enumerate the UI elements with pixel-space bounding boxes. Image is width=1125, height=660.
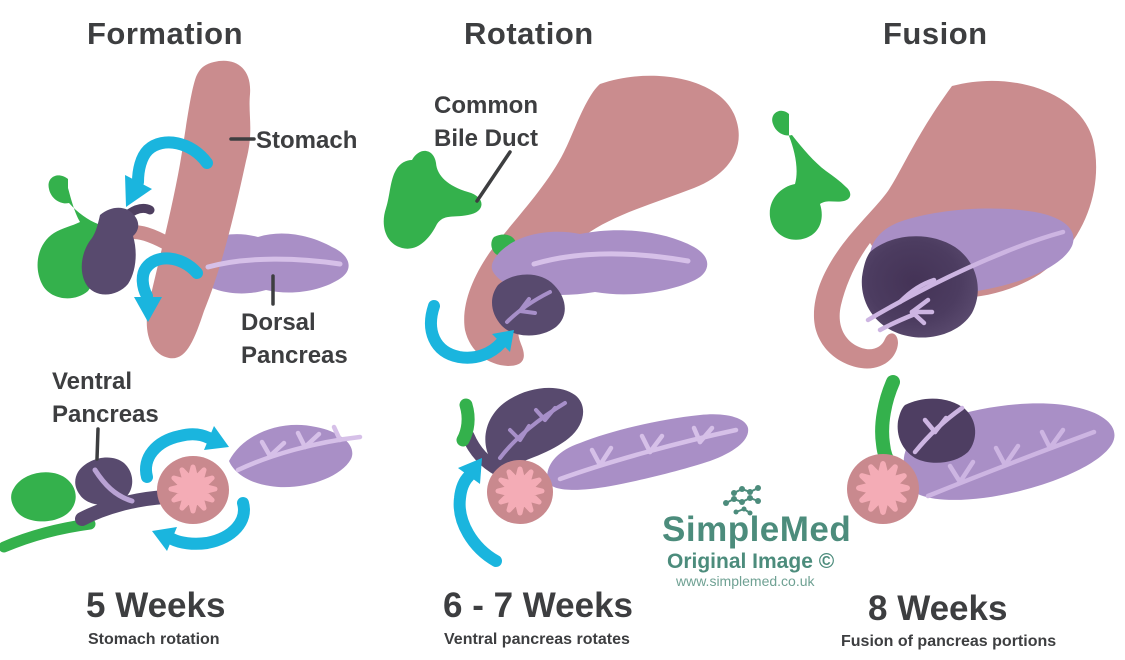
rotation-arrow: [425, 300, 514, 364]
dorsal-pancreas-label: Dorsal Pancreas: [241, 306, 348, 372]
ventral-duct-veins: [505, 290, 552, 324]
caption-fusion: Fusion of pancreas portions: [841, 633, 1057, 650]
pancreatic-duct-veins: [865, 229, 1066, 333]
simplemed-brand: SimpleMed: [662, 510, 852, 549]
bile-duct-tail: [0, 518, 96, 553]
panel-heading-rotation: Rotation: [464, 16, 594, 51]
rotation-arrow-top: [125, 136, 213, 207]
stomach-label: Stomach: [256, 127, 358, 154]
ventral-leaf-veins: [498, 401, 567, 460]
rotation-arrow-up: [453, 458, 502, 567]
simplemed-molecule-icon: [723, 485, 761, 516]
ventral-pancreas-label-line1: Ventral: [52, 368, 133, 395]
bile-duct-stub: [456, 398, 475, 447]
caption-rotation: Ventral pancreas rotates: [444, 631, 630, 648]
stomach-shape: [464, 75, 739, 367]
rotation-cross-section: [453, 387, 749, 567]
fused-duct-veins: [912, 405, 1097, 499]
rotation-arrow-mid: [134, 252, 203, 322]
ventral-bud-duct: [92, 467, 135, 504]
ventral-stalk: [75, 490, 172, 526]
week-label-rotation: 6 - 7 Weeks: [443, 586, 634, 625]
dorsal-duct-line: [205, 256, 343, 270]
dorsal-pancreas-shape: [190, 233, 349, 294]
panel-heading-formation: Formation: [87, 16, 244, 51]
caption-formation: Stomach rotation: [88, 631, 220, 648]
week-label-fusion: 8 Weeks: [868, 589, 1008, 628]
ventral-pancreas-shape: [81, 207, 139, 295]
common-bile-duct-label-line2: Bile Duct: [434, 125, 539, 152]
rotation-figure: [383, 75, 749, 567]
dorsal-leaf-veins: [557, 425, 739, 482]
formation-cross-section: [0, 424, 363, 553]
bile-duct-stub: [875, 375, 900, 473]
ventral-pancreas-pointer-line: [95, 427, 100, 461]
dorsal-pancreas-leaf: [229, 424, 353, 488]
fusion-figure: [769, 80, 1115, 524]
bile-duct-blob: [11, 472, 76, 522]
common-bile-duct-label-line1: Common: [434, 92, 538, 119]
stomach-shape: [146, 60, 251, 359]
common-bile-duct-label: Common Bile Duct: [434, 89, 538, 155]
dorsal-leaf-veins: [235, 424, 363, 473]
rotation-arrow-ccw: [152, 497, 250, 551]
simplemed-original-image: Original Image ©: [667, 550, 835, 573]
fusion-cross-section: [847, 375, 1115, 524]
ventral-pancreas-label: Ventral Pancreas: [52, 365, 159, 431]
bile-duct-shape: [383, 150, 482, 249]
pointer-lines: [95, 137, 512, 461]
week-label-formation: 5 Weeks: [86, 586, 226, 625]
simplemed-url: www.simplemed.co.uk: [676, 573, 815, 589]
rotation-arrow-cw: [140, 426, 229, 483]
dorsal-pancreas-label-line1: Dorsal: [241, 309, 316, 336]
formation-figure: [0, 60, 363, 553]
dorsal-pancreas-label-line2: Pancreas: [241, 342, 348, 369]
ventral-pancreas-label-line2: Pancreas: [52, 401, 159, 428]
panel-heading-fusion: Fusion: [883, 16, 988, 51]
dorsal-duct-line: [531, 251, 691, 267]
bile-duct-shape: [769, 110, 851, 240]
common-bile-duct-pointer-line: [475, 150, 512, 203]
